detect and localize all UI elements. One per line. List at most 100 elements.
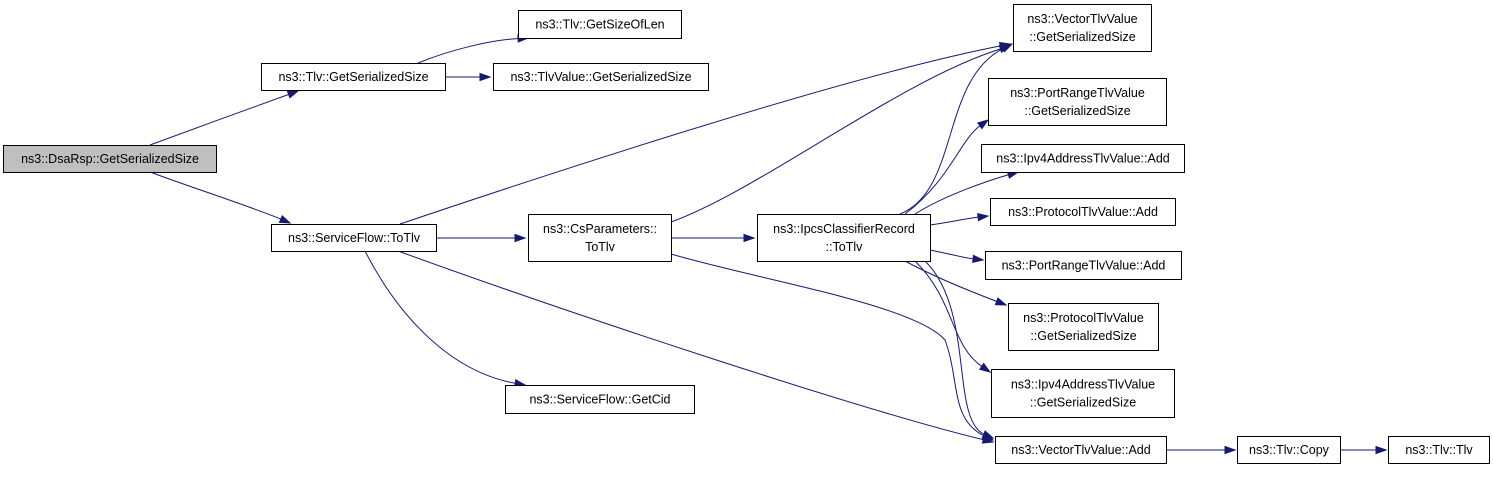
edge-serviceflow_totlv-to-serviceflow_getcid (364, 250, 527, 388)
node-label: ns3::PortRangeTlvValue::Add (1002, 259, 1166, 273)
edge-serviceflow_totlv-to-csparameters_totlv (435, 233, 527, 243)
node-box[interactable] (988, 78, 1167, 126)
node-box[interactable] (981, 144, 1185, 173)
node-box[interactable] (271, 224, 437, 252)
node-box[interactable] (518, 10, 682, 39)
edge-tlv_copy-to-tlv_tlv (1339, 445, 1388, 455)
edge-line (364, 250, 517, 384)
node-vectortlvvalue_add[interactable]: ns3::VectorTlvValue::Add (995, 436, 1167, 464)
nodes-layer: ns3::DsaRsp::GetSerializedSizens3::Tlv::… (3, 4, 1490, 464)
node-box[interactable] (991, 369, 1175, 418)
arrowhead-icon (286, 90, 300, 99)
node-label: ns3::VectorTlvValue::Add (1011, 443, 1150, 457)
edge-ipcsclassifierrecord_totlv-to-portrangetlvvalue_getserializedsize (904, 119, 990, 215)
node-label: ToTlv (585, 240, 616, 254)
arrowhead-icon (1224, 445, 1237, 455)
node-serviceflow_totlv[interactable]: ns3::ServiceFlow::ToTlv (271, 224, 437, 252)
edge-tlv_getserializedsize-to-tlv_getsizeoflen (417, 34, 530, 64)
node-label: ::GetSerializedSize (1030, 329, 1136, 343)
edge-tlv_getserializedsize-to-tlvvalue_getserializedsize (444, 72, 492, 82)
node-label: ::GetSerializedSize (1030, 396, 1136, 410)
node-box[interactable] (505, 385, 695, 414)
edge-dsarsp_getserializedsize-to-serviceflow_totlv (149, 171, 292, 224)
edge-csparameters_totlv-to-vectortlvvalue_add (670, 253, 995, 441)
edge-line (904, 260, 998, 303)
node-box[interactable] (3, 145, 217, 173)
node-label: ::ToTlv (826, 240, 864, 254)
node-portrangetlvvalue_add[interactable]: ns3::PortRangeTlvValue::Add (985, 251, 1182, 280)
node-label: ns3::DsaRsp::GetSerializedSize (21, 152, 199, 166)
edge-line (924, 260, 985, 435)
node-box[interactable] (995, 436, 1167, 464)
arrowhead-icon (994, 297, 1008, 306)
node-box[interactable] (1013, 4, 1152, 52)
node-box[interactable] (528, 214, 672, 262)
arrowhead-icon (981, 430, 995, 439)
node-label: ns3::Tlv::GetSerializedSize (278, 70, 428, 84)
node-tlvvalue_getserializedsize[interactable]: ns3::TlvValue::GetSerializedSize (493, 63, 709, 91)
node-box[interactable] (261, 63, 446, 91)
edges-layer (149, 34, 1388, 455)
node-label: ns3::PortRangeTlvValue (1010, 86, 1145, 100)
node-label: ns3::ProtocolTlvValue (1023, 311, 1144, 325)
arrowhead-icon (972, 254, 985, 264)
node-label: ns3::Ipv4AddressTlvValue (1011, 378, 1155, 392)
node-box[interactable] (493, 63, 709, 91)
node-box[interactable] (990, 198, 1176, 226)
node-label: ns3::IpcsClassifierRecord (773, 222, 915, 236)
node-label: ns3::TlvValue::GetSerializedSize (510, 70, 691, 84)
node-label: ::GetSerializedSize (1024, 104, 1130, 118)
node-label: ns3::CsParameters:: (543, 222, 657, 236)
node-label: ::GetSerializedSize (1029, 30, 1135, 44)
node-portrangetlvvalue_getserializedsize[interactable]: ns3::PortRangeTlvValue::GetSerializedSiz… (988, 78, 1167, 126)
node-dsarsp_getserializedsize[interactable]: ns3::DsaRsp::GetSerializedSize (3, 145, 217, 173)
arrowhead-icon (514, 233, 527, 243)
edge-line (929, 216, 980, 226)
node-label: ns3::ProtocolTlvValue::Add (1008, 205, 1158, 219)
node-csparameters_totlv[interactable]: ns3::CsParameters::ToTlv (528, 214, 672, 262)
node-label: ns3::VectorTlvValue (1027, 12, 1137, 26)
node-label: ns3::Tlv::GetSizeOfLen (535, 18, 664, 32)
edge-line (899, 47, 1005, 215)
node-box[interactable] (1008, 303, 1159, 351)
arrowhead-icon (977, 119, 990, 130)
edge-line (417, 37, 520, 64)
node-ipv4addresstlvvalue_add[interactable]: ns3::Ipv4AddressTlvValue::Add (981, 144, 1185, 173)
arrowhead-icon (278, 214, 292, 224)
node-tlv_tlv[interactable]: ns3::Tlv::Tlv (1388, 436, 1490, 464)
node-protocoltlvvalue_getserializedsize[interactable]: ns3::ProtocolTlvValue::GetSerializedSize (1008, 303, 1159, 351)
edge-dsarsp_getserializedsize-to-tlv_getserializedsize (149, 90, 300, 146)
arrowhead-icon (1375, 445, 1388, 455)
node-ipv4addresstlvvalue_getserializedsize[interactable]: ns3::Ipv4AddressTlvValue::GetSerializedS… (991, 369, 1175, 418)
node-protocoltlvvalue_add[interactable]: ns3::ProtocolTlvValue::Add (990, 198, 1176, 226)
node-label: ns3::ServiceFlow::ToTlv (288, 231, 421, 245)
node-box[interactable] (985, 251, 1182, 280)
node-tlv_copy[interactable]: ns3::Tlv::Copy (1237, 436, 1341, 464)
node-box[interactable] (1388, 436, 1490, 464)
edge-ipcsclassifierrecord_totlv-to-vectortlvvalue_add (924, 260, 995, 439)
edge-csparameters_totlv-to-vectortlvvalue_getserializedsize (670, 45, 1012, 223)
node-serviceflow_getcid[interactable]: ns3::ServiceFlow::GetCid (505, 385, 695, 414)
node-tlv_getsizeoflen[interactable]: ns3::Tlv::GetSizeOfLen (518, 10, 682, 39)
node-ipcsclassifierrecord_totlv[interactable]: ns3::IpcsClassifierRecord::ToTlv (757, 214, 931, 262)
edge-ipcsclassifierrecord_totlv-to-vectortlvvalue_getserializedsize (899, 43, 1014, 215)
edge-vectortlvvalue_add-to-tlv_copy (1165, 445, 1237, 455)
node-label: ns3::Ipv4AddressTlvValue::Add (996, 152, 1170, 166)
edge-line (149, 93, 290, 146)
edge-ipcsclassifierrecord_totlv-to-ipv4addresstlvvalue_getserializedsize (914, 260, 992, 373)
node-box[interactable] (757, 214, 931, 262)
edge-line (914, 173, 1010, 215)
edge-ipcsclassifierrecord_totlv-to-protocoltlvvalue_getserializedsize (904, 260, 1008, 306)
node-tlv_getserializedsize[interactable]: ns3::Tlv::GetSerializedSize (261, 63, 446, 91)
arrowhead-icon (1000, 43, 1014, 53)
edge-line (399, 45, 1002, 225)
node-vectortlvvalue_getserializedsize[interactable]: ns3::VectorTlvValue::GetSerializedSize (1013, 4, 1152, 52)
node-label: ns3::ServiceFlow::GetCid (529, 393, 670, 407)
edge-ipcsclassifierrecord_totlv-to-portrangetlvvalue_add (929, 249, 985, 264)
arrowhead-icon (479, 72, 492, 82)
node-box[interactable] (1237, 436, 1341, 464)
arrowhead-icon (978, 362, 992, 373)
edge-line (929, 249, 975, 260)
edge-csparameters_totlv-to-ipcsclassifierrecord_totlv (670, 233, 756, 243)
